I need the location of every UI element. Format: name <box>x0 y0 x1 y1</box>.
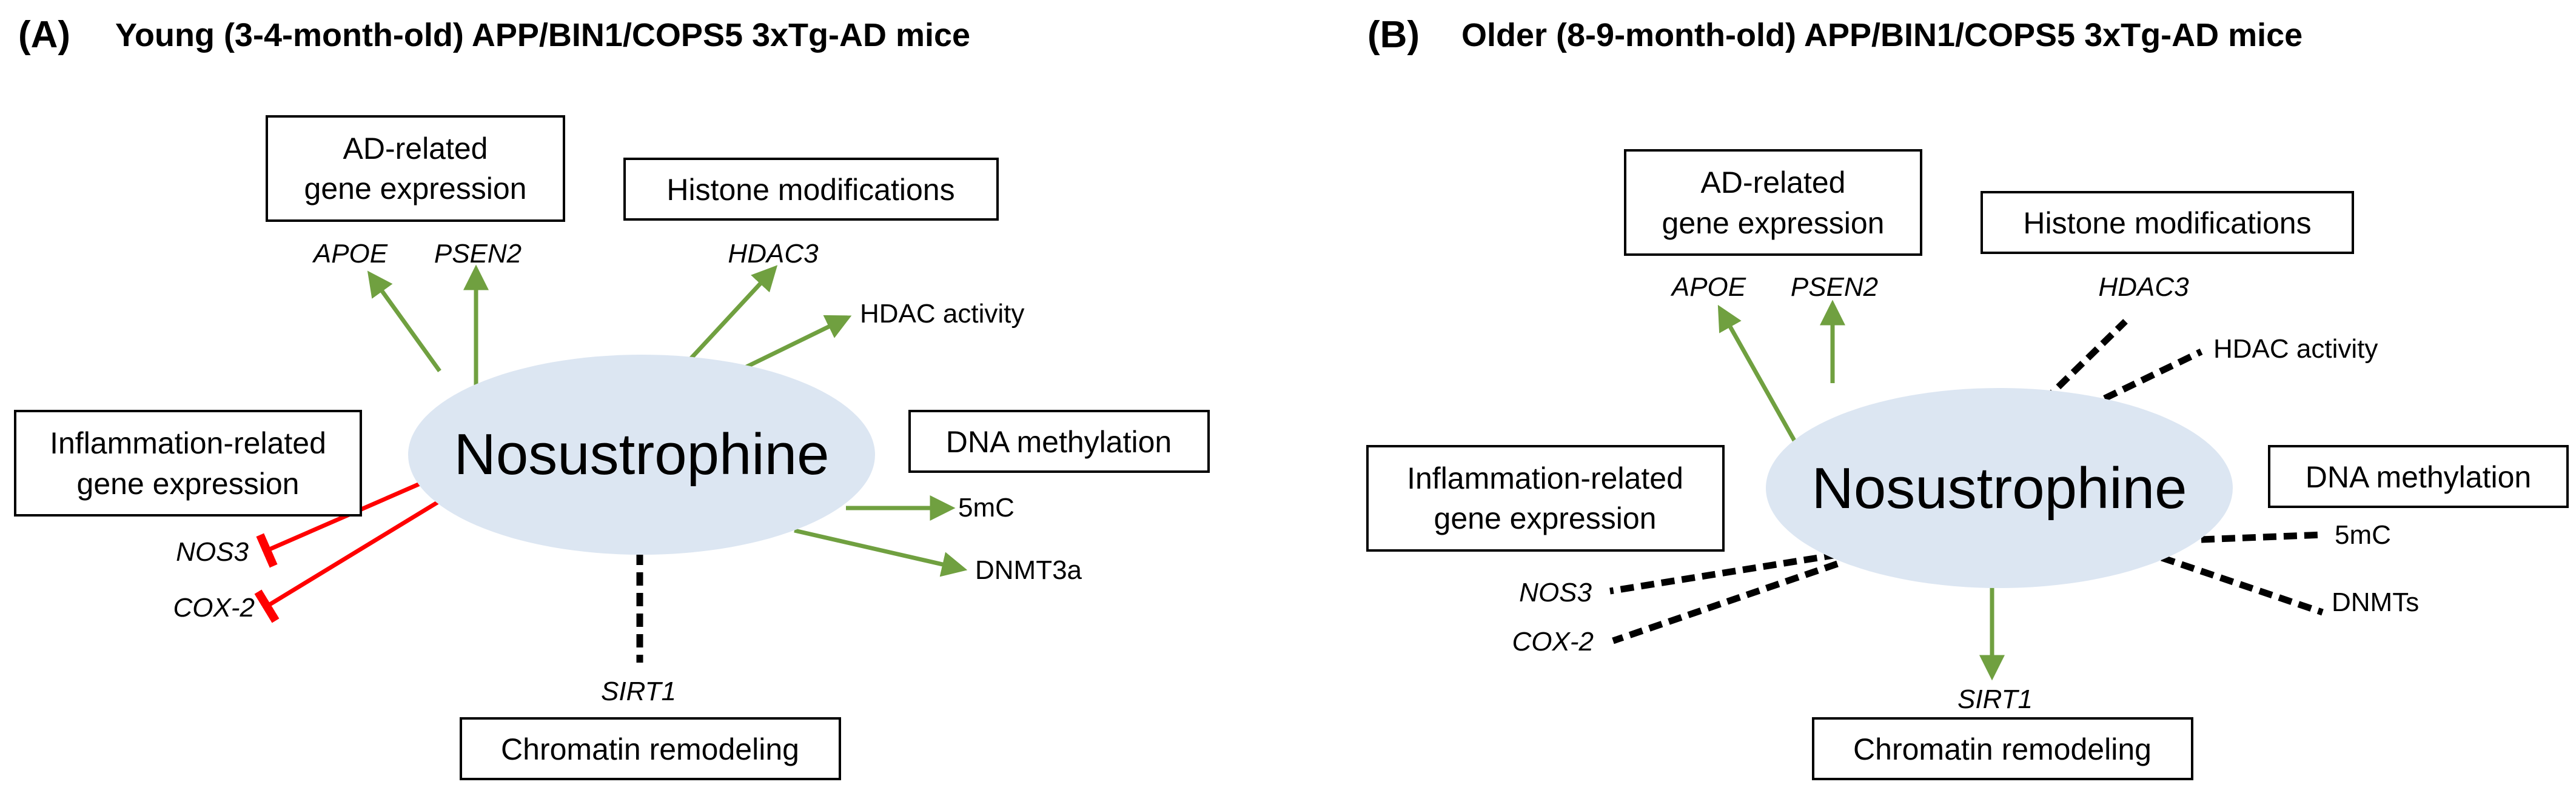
edge-nos3-b <box>1609 551 1838 595</box>
target-5mc-b: 5mC <box>2335 520 2391 550</box>
box-line: gene expression <box>1434 501 1657 535</box>
edge-apoe-a <box>367 270 441 373</box>
edge-dnmts-b <box>2161 554 2324 616</box>
panel-a-letter: (A) <box>18 14 70 56</box>
box-line: DNA methylation <box>946 425 1172 459</box>
target-cox2-b: COX-2 <box>1512 627 1594 657</box>
dna-methylation-box-a: DNA methylation <box>908 410 1210 473</box>
target-apoe-b: APOE <box>1670 272 1746 302</box>
box-line: Chromatin remodeling <box>501 732 799 766</box>
panel-b-title: Older (8-9-month-old) APP/BIN1/COPS5 3xT… <box>1461 17 2303 53</box>
nosustrophine-node-b <box>1766 388 2233 588</box>
edge-dnmt3a-a <box>794 528 968 577</box>
edge-hdac3-a <box>677 265 778 373</box>
chromatin-remodeling-box-a: Chromatin remodeling <box>460 717 841 780</box>
box-line: gene expression <box>304 172 527 206</box>
nosustrophine-label-b: Nosustrophine <box>1811 456 2187 521</box>
edge-5mc-b <box>2201 531 2324 543</box>
histone-modifications-box-a: Histone modifications <box>623 158 999 221</box>
target-sirt1-b: SIRT1 <box>1957 684 2033 714</box>
box-line: Inflammation-related <box>50 426 326 460</box>
target-dnmt3a-a: DNMT3a <box>975 555 1082 585</box>
target-hdac-activity-b: HDAC activity <box>2213 334 2378 364</box>
target-nos3-b: NOS3 <box>1519 578 1592 607</box>
inflammation-gene-expression-box-b: Inflammation-related gene expression <box>1366 445 1725 552</box>
target-5mc-a: 5mC <box>958 493 1015 523</box>
ad-gene-expression-box-b: AD-related gene expression <box>1624 149 1922 256</box>
target-cox2-a: COX-2 <box>173 593 255 623</box>
target-psen2-b: PSEN2 <box>1791 272 1878 302</box>
target-hdac3-a: HDAC3 <box>728 239 819 269</box>
target-hdac3-b: HDAC3 <box>2098 272 2189 302</box>
box-line: AD-related <box>1701 166 1846 199</box>
panel-a: (A) Young (3-4-month-old) APP/BIN1/COPS5… <box>14 14 1210 780</box>
nosustrophine-label-a: Nosustrophine <box>454 422 829 487</box>
panel-b: (B) Older (8-9-month-old) APP/BIN1/COPS5… <box>1366 14 2569 780</box>
box-line: Inflammation-related <box>1407 461 1683 495</box>
box-line: Histone modifications <box>666 173 954 207</box>
target-apoe-a: APOE <box>312 239 388 269</box>
edge-apoe-b <box>1717 304 1799 445</box>
box-line: Chromatin remodeling <box>1853 732 2152 766</box>
box-line: Histone modifications <box>2023 206 2311 240</box>
chromatin-remodeling-box-b: Chromatin remodeling <box>1812 717 2193 780</box>
target-hdac-activity-a: HDAC activity <box>860 299 1024 329</box>
histone-modifications-box-b: Histone modifications <box>1981 191 2354 254</box>
edge-hdac3-b <box>2041 319 2128 404</box>
ad-gene-expression-box-a: AD-related gene expression <box>266 115 565 222</box>
edge-cox2-b <box>1612 560 1839 644</box>
edge-hdac-activity-b <box>2084 349 2203 410</box>
box-line: gene expression <box>77 467 300 501</box>
target-nos3-a: NOS3 <box>176 537 249 567</box>
target-dnmts-b: DNMTs <box>2332 587 2419 617</box>
inflammation-gene-expression-box-a: Inflammation-related gene expression <box>14 410 362 517</box>
target-psen2-a: PSEN2 <box>434 239 522 269</box>
panel-a-title: Young (3-4-month-old) APP/BIN1/COPS5 3xT… <box>115 17 970 53</box>
nosustrophine-node-a <box>408 355 875 555</box>
box-line: gene expression <box>1662 206 1885 240</box>
box-line: AD-related <box>343 132 488 166</box>
box-line: DNA methylation <box>2306 460 2531 494</box>
panel-b-letter: (B) <box>1367 14 1420 56</box>
target-sirt1-a: SIRT1 <box>601 677 676 706</box>
dna-methylation-box-b: DNA methylation <box>2268 445 2569 508</box>
